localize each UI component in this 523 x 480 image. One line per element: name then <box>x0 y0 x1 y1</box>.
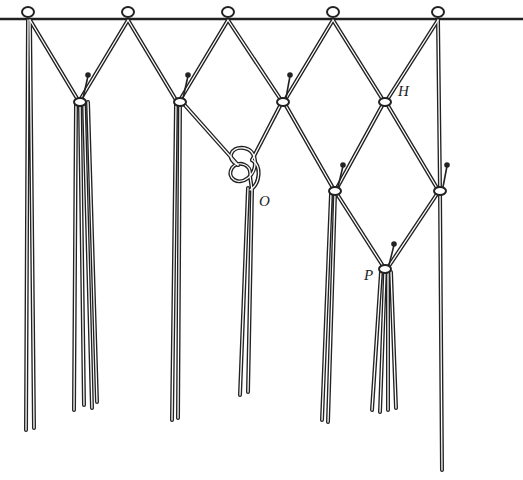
callout-letter: H <box>398 84 409 99</box>
callout-letter: P <box>364 268 373 283</box>
callout-letter: O <box>259 194 270 209</box>
